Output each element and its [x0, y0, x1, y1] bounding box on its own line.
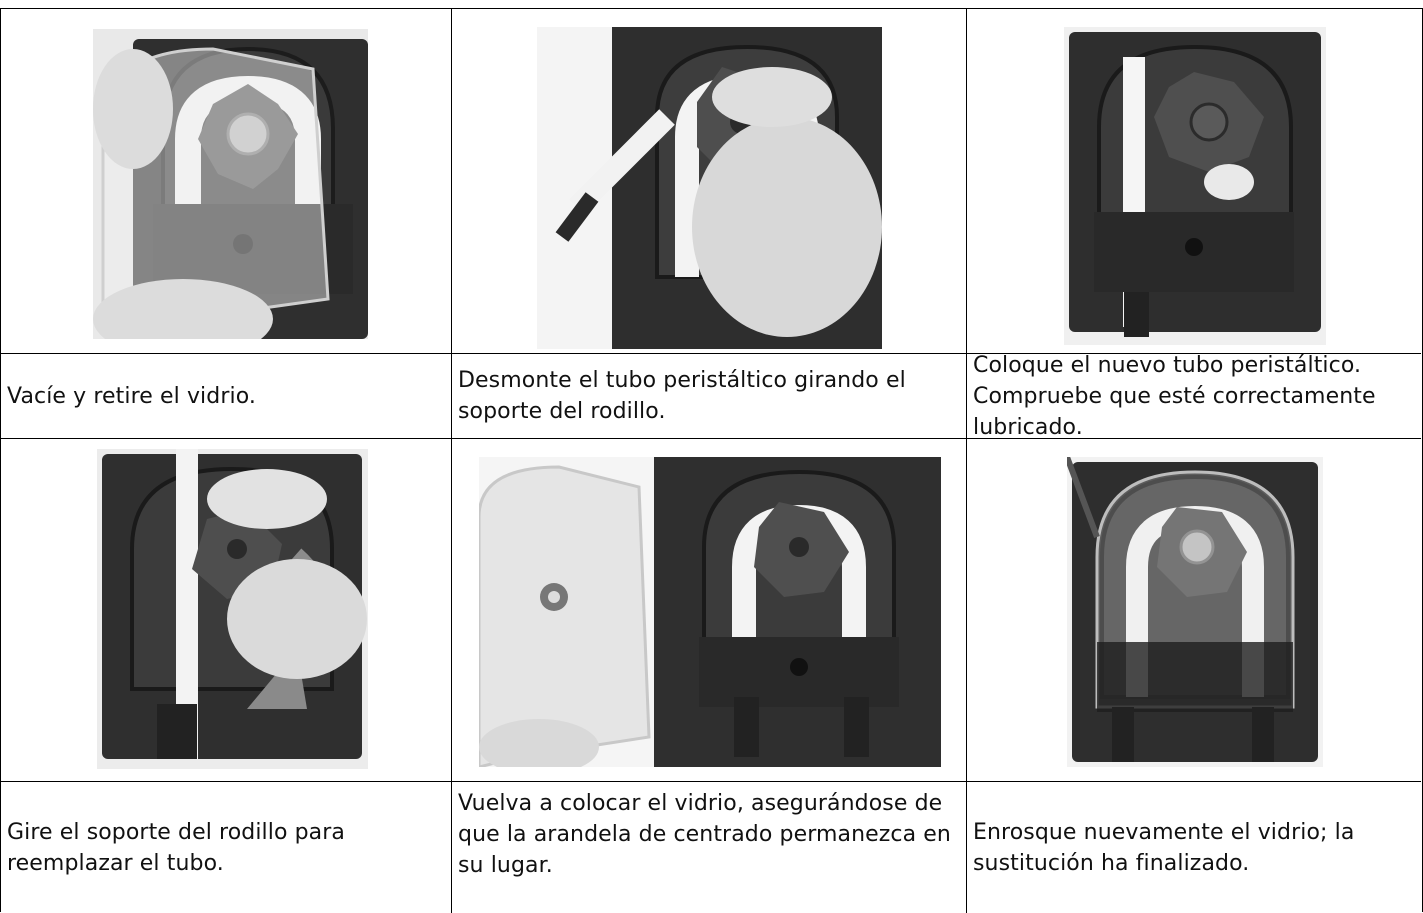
photo-cell-2 — [452, 9, 967, 354]
step-4-photo — [97, 449, 368, 769]
step-3-photo — [1064, 27, 1326, 345]
caption-cell-3: Coloque el nuevo tubo peristáltico. Comp… — [967, 354, 1421, 439]
step-6-photo — [1067, 457, 1323, 767]
photo-cell-3 — [967, 9, 1421, 354]
photo-cell-6 — [967, 439, 1421, 782]
caption-cell-5: Vuelva a colocar el vidrio, asegurándose… — [452, 782, 967, 913]
caption-cell-1: Vacíe y retire el vidrio. — [1, 354, 452, 439]
photo-cell-4 — [1, 439, 452, 782]
caption-cell-4: Gire el soporte del rodillo para reempla… — [1, 782, 452, 913]
step-2-photo — [537, 27, 882, 349]
photo-cell-5 — [452, 439, 967, 782]
photo-cell-1 — [1, 9, 452, 354]
step-1-caption: Vacíe y retire el vidrio. — [7, 383, 256, 409]
step-6-caption: Enrosque nuevamente el vidrio; la sustit… — [973, 819, 1355, 876]
step-5-photo — [479, 457, 941, 767]
instruction-table: Vacíe y retire el vidrio. Desmonte el tu… — [0, 8, 1423, 913]
step-1-photo — [93, 29, 368, 339]
step-5-caption: Vuelva a colocar el vidrio, asegurándose… — [458, 791, 951, 878]
step-3-caption: Coloque el nuevo tubo peristáltico. Comp… — [973, 354, 1376, 439]
step-4-caption: Gire el soporte del rodillo para reempla… — [7, 819, 345, 876]
caption-cell-6: Enrosque nuevamente el vidrio; la sustit… — [967, 782, 1421, 913]
step-2-caption: Desmonte el tubo peristáltico girando el… — [458, 368, 906, 424]
caption-cell-2: Desmonte el tubo peristáltico girando el… — [452, 354, 967, 439]
